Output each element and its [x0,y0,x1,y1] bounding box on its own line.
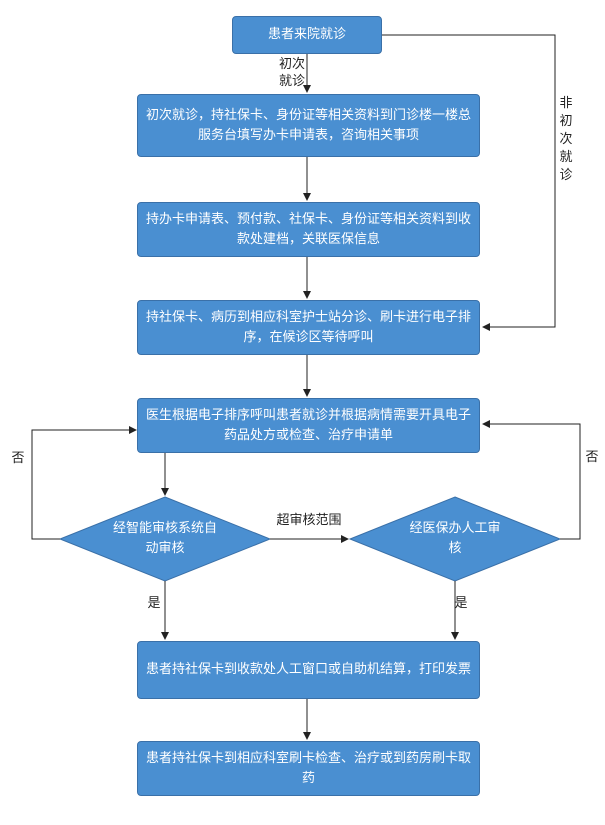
node-step6: 患者持社保卡到相应科室刷卡检查、治疗或到药房刷卡取药 [137,741,480,796]
node-step5: 患者持社保卡到收款处人工窗口或自助机结算，打印发票 [137,641,480,699]
node-step3: 持社保卡、病历到相应科室护士站分诊、刷卡进行电子排序，在候诊区等待呼叫 [137,300,480,355]
connector-start-step3 [382,34,556,331]
label-first-visit: 初次就诊 [278,57,305,89]
label-yes-right: 是 [454,596,468,611]
label-non-first-visit: 非初次就诊 [559,96,573,183]
node-step2: 持办卡申请表、预付款、社保卡、身份证等相关资料到收款处建档，关联医保信息 [137,202,480,257]
label-out-of-scope: 超审核范围 [276,513,342,528]
node-start: 患者来院就诊 [232,16,382,54]
decision2-label: 经医保办人工审核 [409,521,501,556]
node-step4: 医生根据电子排序呼叫患者就诊并根据病情需要开具电子药品处方或检查、治疗申请单 [137,398,480,453]
label-yes-left: 是 [147,596,161,611]
label-no-left: 否 [11,451,25,466]
node-step1: 初次就诊，持社保卡、身份证等相关资料到门诊楼一楼总服务台填写办卡申请表，咨询相关… [137,94,480,157]
connector-decision2-no [482,420,581,540]
label-no-right: 否 [585,450,599,465]
decision1-label: 经智能审核系统自动审核 [112,521,217,556]
